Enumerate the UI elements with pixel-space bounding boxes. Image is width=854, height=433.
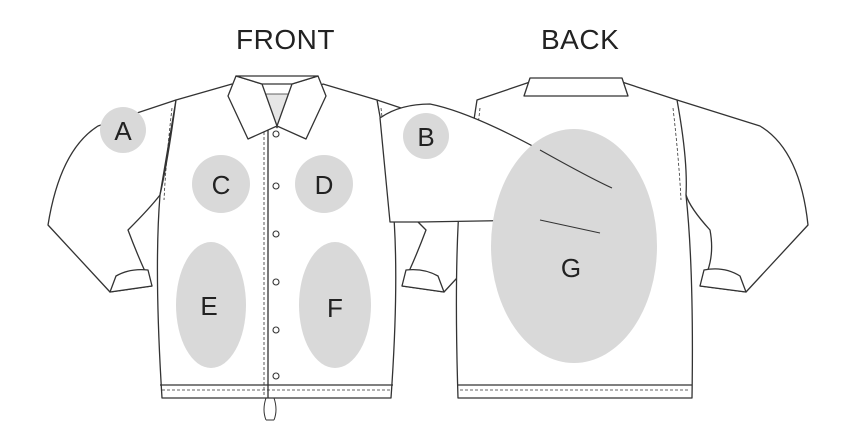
zone-a-shape [100, 107, 146, 153]
print-zones [100, 107, 657, 368]
zone-e-label: E [200, 291, 217, 321]
front-left-armhole-stitch [163, 107, 173, 201]
zone-b-shape [403, 113, 449, 159]
zone-d-shape [295, 155, 353, 213]
back-right-cuff [699, 268, 747, 293]
button [272, 372, 280, 380]
front-collar-band [235, 75, 319, 85]
zone-g-shape [491, 129, 657, 363]
zone-labels: A B C D E F G [114, 116, 581, 323]
zone-c-shape [192, 155, 250, 213]
zone-d-label: D [315, 170, 334, 200]
front-view-title: FRONT [236, 24, 335, 55]
zone-e-shape [176, 242, 246, 368]
button [272, 230, 280, 238]
zone-g-label: G [561, 253, 581, 283]
front-buttons [272, 130, 280, 380]
zone-c-label: C [212, 170, 231, 200]
button [272, 278, 280, 286]
back-left-armhole-stitch [471, 107, 481, 201]
back-right-armhole-stitch [672, 107, 682, 201]
back-collar [523, 77, 629, 97]
zone-a-label: A [114, 116, 132, 146]
zone-f-shape [299, 242, 371, 368]
back-view-title: BACK [541, 24, 620, 55]
zone-b-label: B [417, 122, 434, 152]
front-left-cuff [109, 268, 153, 293]
back-sleeve-outline-overlay [539, 149, 613, 234]
front-drawcord [263, 397, 277, 421]
front-right-cuff [401, 268, 445, 293]
button [272, 182, 280, 190]
button [272, 326, 280, 334]
button [272, 130, 280, 138]
zone-f-label: F [327, 293, 343, 323]
back-right-sleeve [676, 99, 809, 293]
